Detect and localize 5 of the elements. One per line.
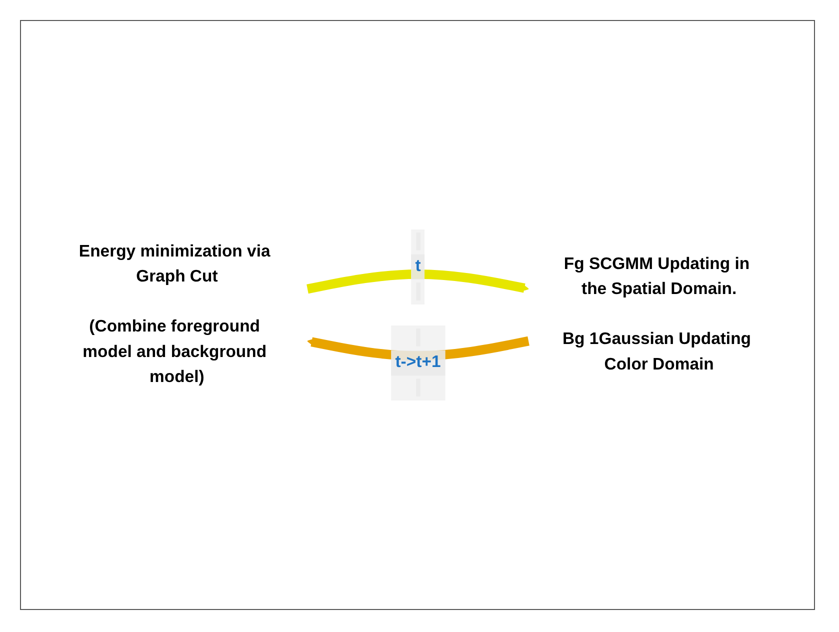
edge-label: t <box>414 258 420 276</box>
node-text: Fg SCGMM Updating in the Spatial Domain. Bg 1Gaussian Updating Color Domain <box>562 255 750 374</box>
node-text: Energy minimization via Graph Cut (Combine foreground model and background model) <box>78 242 270 386</box>
edge-label: t->t+1 <box>394 354 440 372</box>
arrow <box>306 269 528 294</box>
